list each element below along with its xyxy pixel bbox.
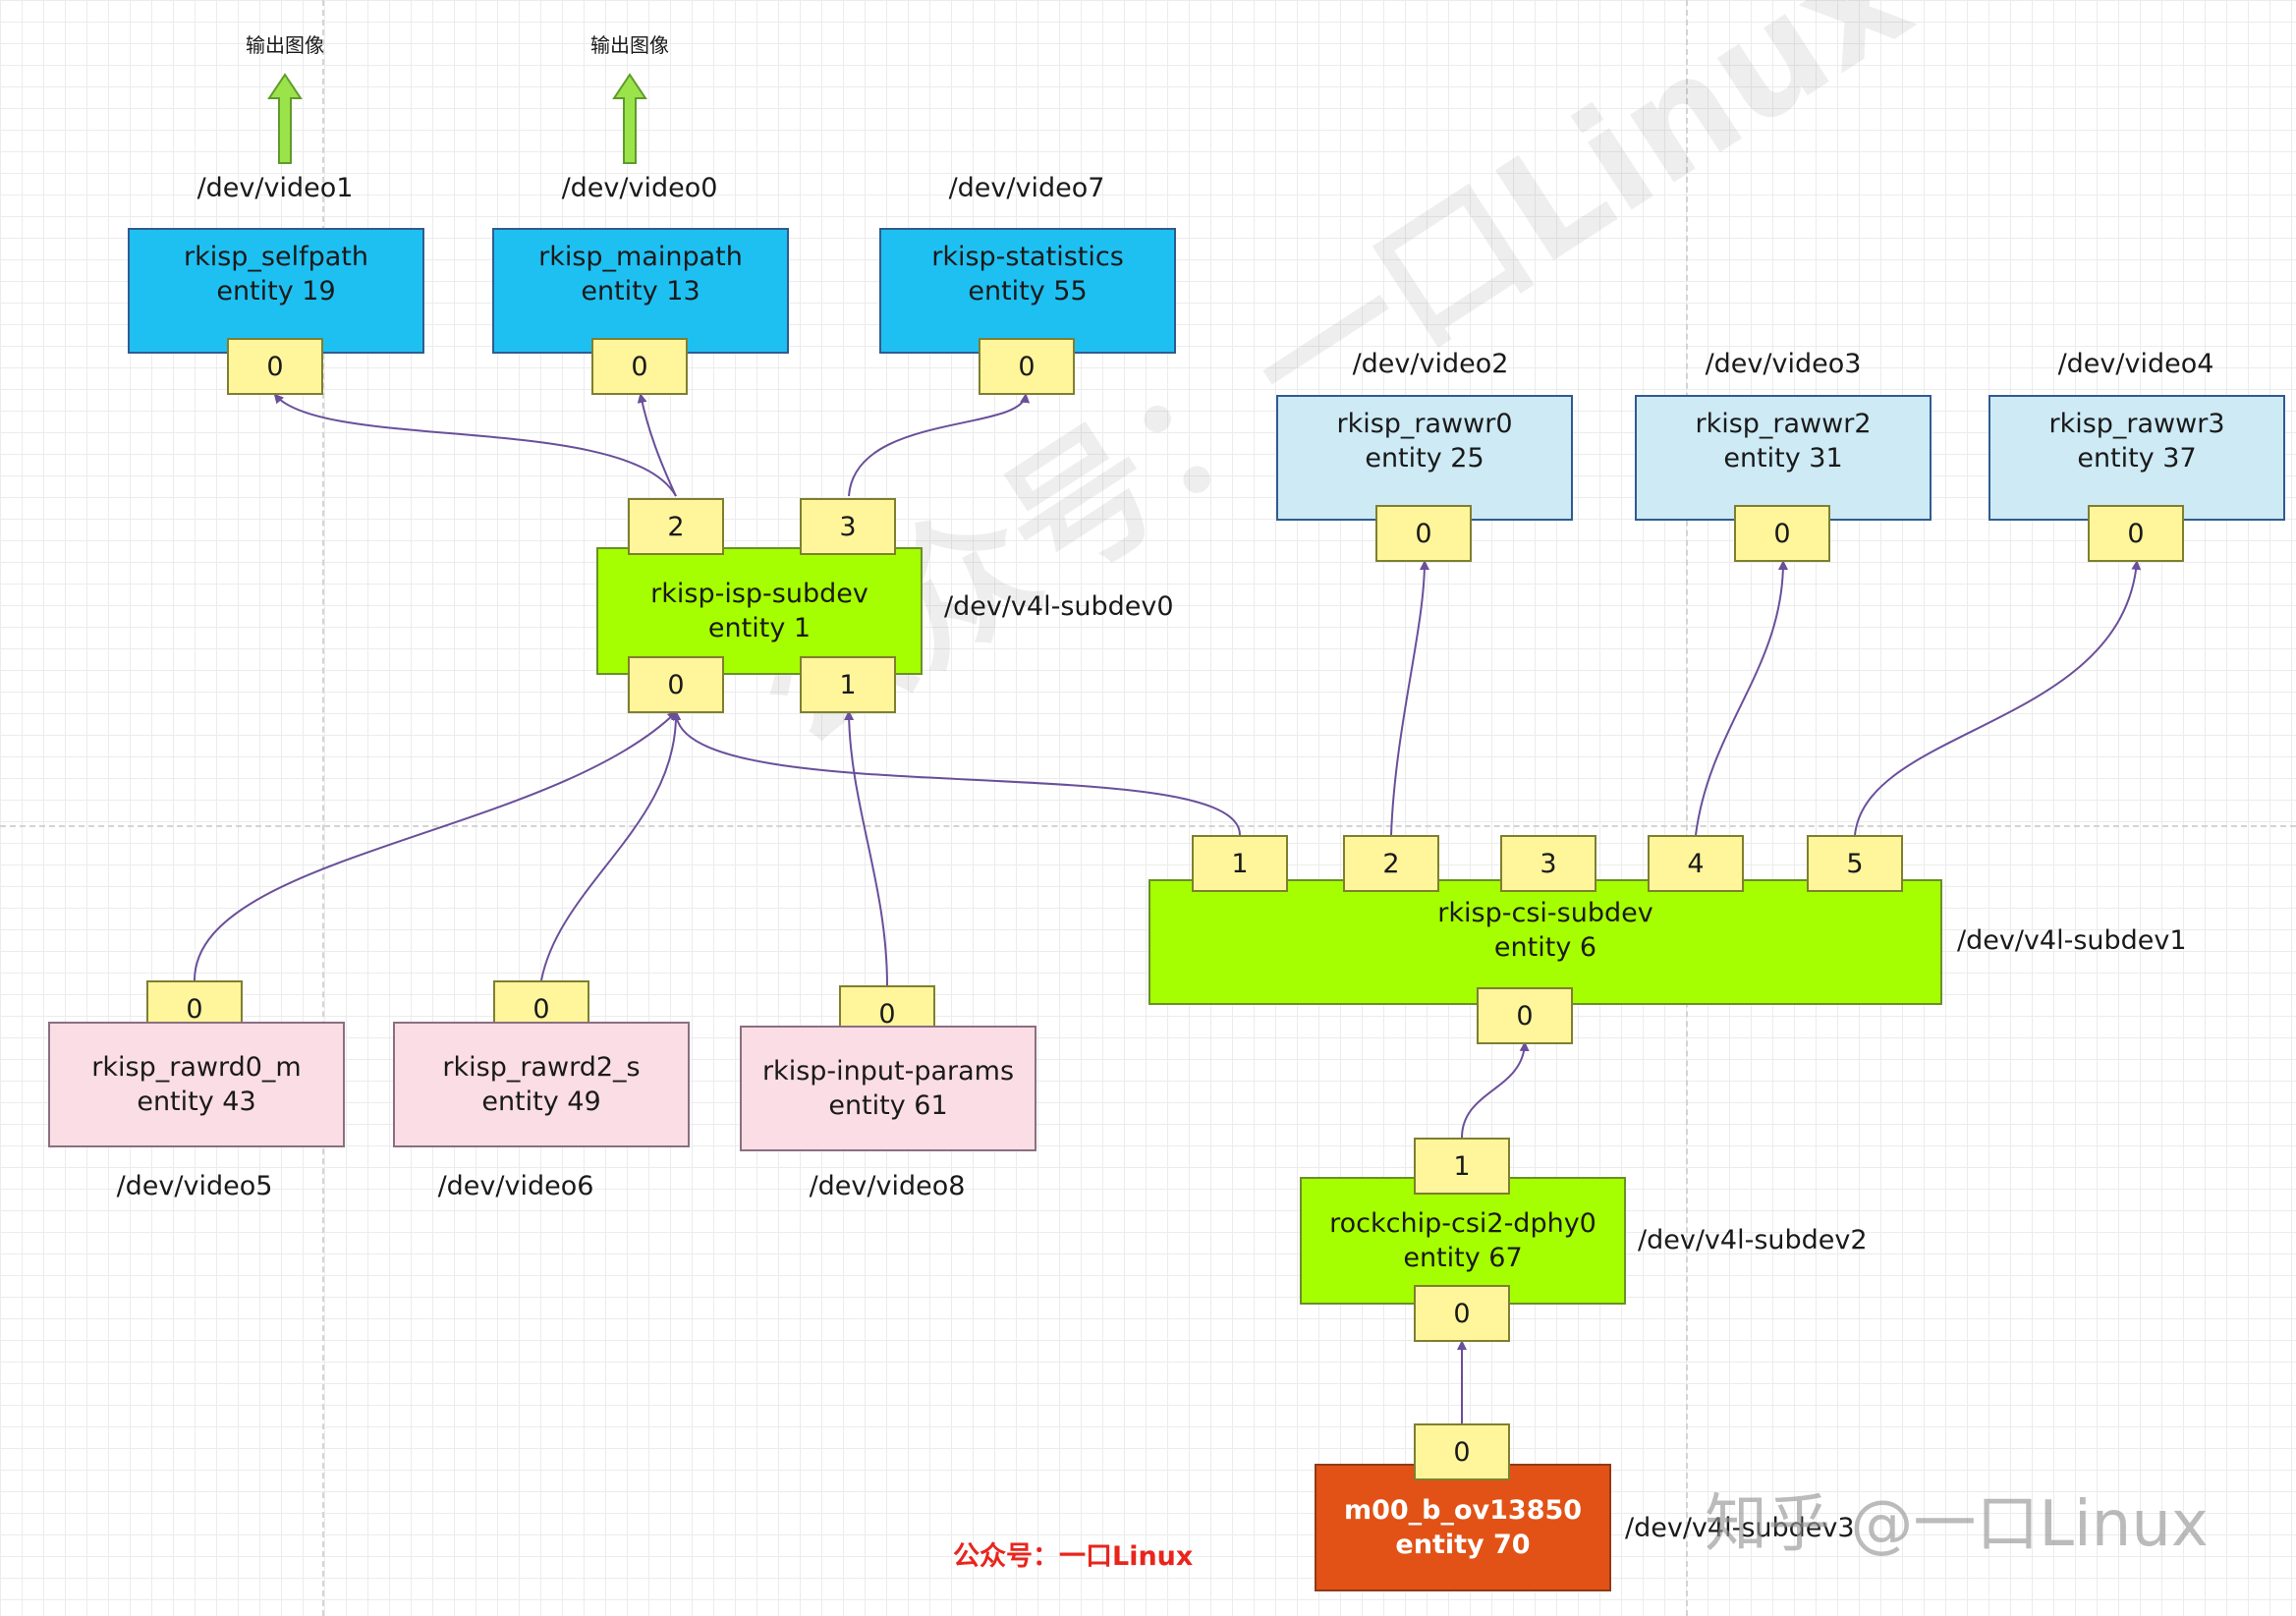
pad-selfpath-0: 0 — [227, 338, 323, 395]
entity-node-sensor: m00_b_ov13850 entity 70 — [1315, 1464, 1611, 1591]
entity-node-rawwr0: rkisp_rawwr0 entity 25 — [1276, 395, 1573, 521]
node-name: rkisp-input-params — [761, 1056, 1015, 1087]
node-entity: entity 49 — [481, 1087, 601, 1117]
entity-node-csi-subdev: rkisp-csi-subdev entity 6 — [1148, 879, 1942, 1005]
entity-node-csi2-dphy: rockchip-csi2-dphy0 entity 67 — [1300, 1177, 1626, 1305]
link-csi1-isp0 — [671, 710, 1241, 836]
pad-csi-3: 3 — [1500, 835, 1596, 892]
node-entity: entity 43 — [137, 1087, 256, 1117]
node-name: m00_b_ov13850 — [1343, 1495, 1583, 1526]
node-name: rkisp_rawrd2_s — [442, 1052, 641, 1083]
device-label: /dev/video3 — [1705, 349, 1862, 379]
entity-node-statistics: rkisp-statistics entity 55 — [879, 228, 1176, 354]
entity-node-rawrd0: rkisp_rawrd0_m entity 43 — [48, 1022, 345, 1147]
node-entity: entity 61 — [828, 1090, 948, 1121]
node-name: rkisp_rawwr3 — [2048, 409, 2225, 439]
pad-rawwr0-0: 0 — [1375, 505, 1472, 562]
node-name: rkisp-csi-subdev — [1437, 898, 1653, 928]
link-dphy1-csi0 — [1461, 1041, 1530, 1139]
output-label: 输出图像 — [246, 33, 324, 57]
footer-label: 公众号：一口Linux — [953, 1541, 1194, 1572]
pad-csi-0: 0 — [1477, 987, 1573, 1044]
device-label: /dev/video7 — [948, 173, 1105, 203]
link-isp2-mainpath — [637, 393, 677, 497]
output-label: 输出图像 — [590, 33, 669, 57]
entity-node-rawwr2: rkisp_rawwr2 entity 31 — [1635, 395, 1932, 521]
node-entity: entity 67 — [1403, 1243, 1523, 1273]
device-label: /dev/v4l-subdev1 — [1957, 925, 2187, 956]
pad-mainpath-0: 0 — [591, 338, 688, 395]
node-entity: entity 37 — [2077, 443, 2197, 474]
pad-isp-3: 3 — [800, 498, 896, 555]
up-arrow-icon — [267, 73, 303, 164]
node-entity: entity 70 — [1395, 1530, 1531, 1560]
pad-dphy-1: 1 — [1414, 1138, 1510, 1195]
node-entity: entity 13 — [581, 276, 700, 306]
pad-csi-5: 5 — [1807, 835, 1903, 892]
pad-isp-0: 0 — [628, 656, 724, 713]
link-isp2-selfpath — [273, 393, 677, 497]
entity-node-rawwr3: rkisp_rawwr3 entity 37 — [1988, 395, 2285, 521]
pad-csi-2: 2 — [1343, 835, 1439, 892]
node-name: rkisp_rawwr0 — [1336, 409, 1513, 439]
pad-statistics-0: 0 — [979, 338, 1075, 395]
link-csi2-rawwr0 — [1390, 560, 1429, 836]
link-csi5-rawwr3 — [1854, 560, 2142, 836]
pad-rawwr2-0: 0 — [1734, 505, 1830, 562]
node-name: rkisp-isp-subdev — [650, 579, 868, 609]
pad-sensor-0: 0 — [1414, 1423, 1510, 1480]
entity-node-rawrd2: rkisp_rawrd2_s entity 49 — [393, 1022, 690, 1147]
entity-node-mainpath: rkisp_mainpath entity 13 — [492, 228, 789, 354]
device-label: /dev/v4l-subdev2 — [1638, 1225, 1868, 1255]
device-label: /dev/video6 — [437, 1171, 594, 1201]
pad-csi-4: 4 — [1648, 835, 1744, 892]
node-entity: entity 19 — [216, 276, 336, 306]
pad-isp-2: 2 — [628, 498, 724, 555]
zhihu-watermark: 知乎 @一口Linux — [1705, 1488, 2209, 1561]
pad-isp-1: 1 — [800, 656, 896, 713]
device-label: /dev/video8 — [809, 1171, 966, 1201]
node-entity: entity 55 — [968, 276, 1088, 306]
node-name: rkisp_selfpath — [183, 242, 368, 272]
node-name: rkisp_rawrd0_m — [91, 1052, 302, 1083]
node-name: rkisp-statistics — [931, 242, 1124, 272]
link-rawrd2-isp0 — [540, 710, 682, 981]
node-name: rockchip-csi2-dphy0 — [1329, 1208, 1596, 1239]
pad-csi-1: 1 — [1192, 835, 1288, 892]
entity-node-selfpath: rkisp_selfpath entity 19 — [128, 228, 424, 354]
link-csi4-rawwr2 — [1695, 560, 1788, 836]
device-label: /dev/video2 — [1352, 349, 1509, 379]
device-label: /dev/v4l-subdev3 — [1625, 1513, 1855, 1543]
node-entity: entity 1 — [707, 613, 812, 643]
pad-dphy-0: 0 — [1414, 1285, 1510, 1342]
node-entity: entity 31 — [1723, 443, 1843, 474]
device-label: /dev/video5 — [116, 1171, 273, 1201]
pad-rawwr3-0: 0 — [2088, 505, 2184, 562]
up-arrow-icon — [612, 73, 647, 164]
device-label: /dev/video4 — [2057, 349, 2214, 379]
entity-node-isp-subdev: rkisp-isp-subdev entity 1 — [596, 547, 923, 675]
node-entity: entity 6 — [1493, 932, 1597, 963]
entity-node-params: rkisp-input-params entity 61 — [740, 1026, 1036, 1151]
guide-line — [0, 825, 2296, 827]
device-label: /dev/v4l-subdev0 — [944, 591, 1174, 622]
node-entity: entity 25 — [1365, 443, 1484, 474]
link-rawrd0-isp0 — [194, 710, 678, 981]
device-label: /dev/video0 — [561, 173, 718, 203]
guide-line — [1686, 0, 1688, 1616]
node-name: rkisp_rawwr2 — [1695, 409, 1872, 439]
device-label: /dev/video1 — [196, 173, 354, 203]
node-name: rkisp_mainpath — [538, 242, 743, 272]
